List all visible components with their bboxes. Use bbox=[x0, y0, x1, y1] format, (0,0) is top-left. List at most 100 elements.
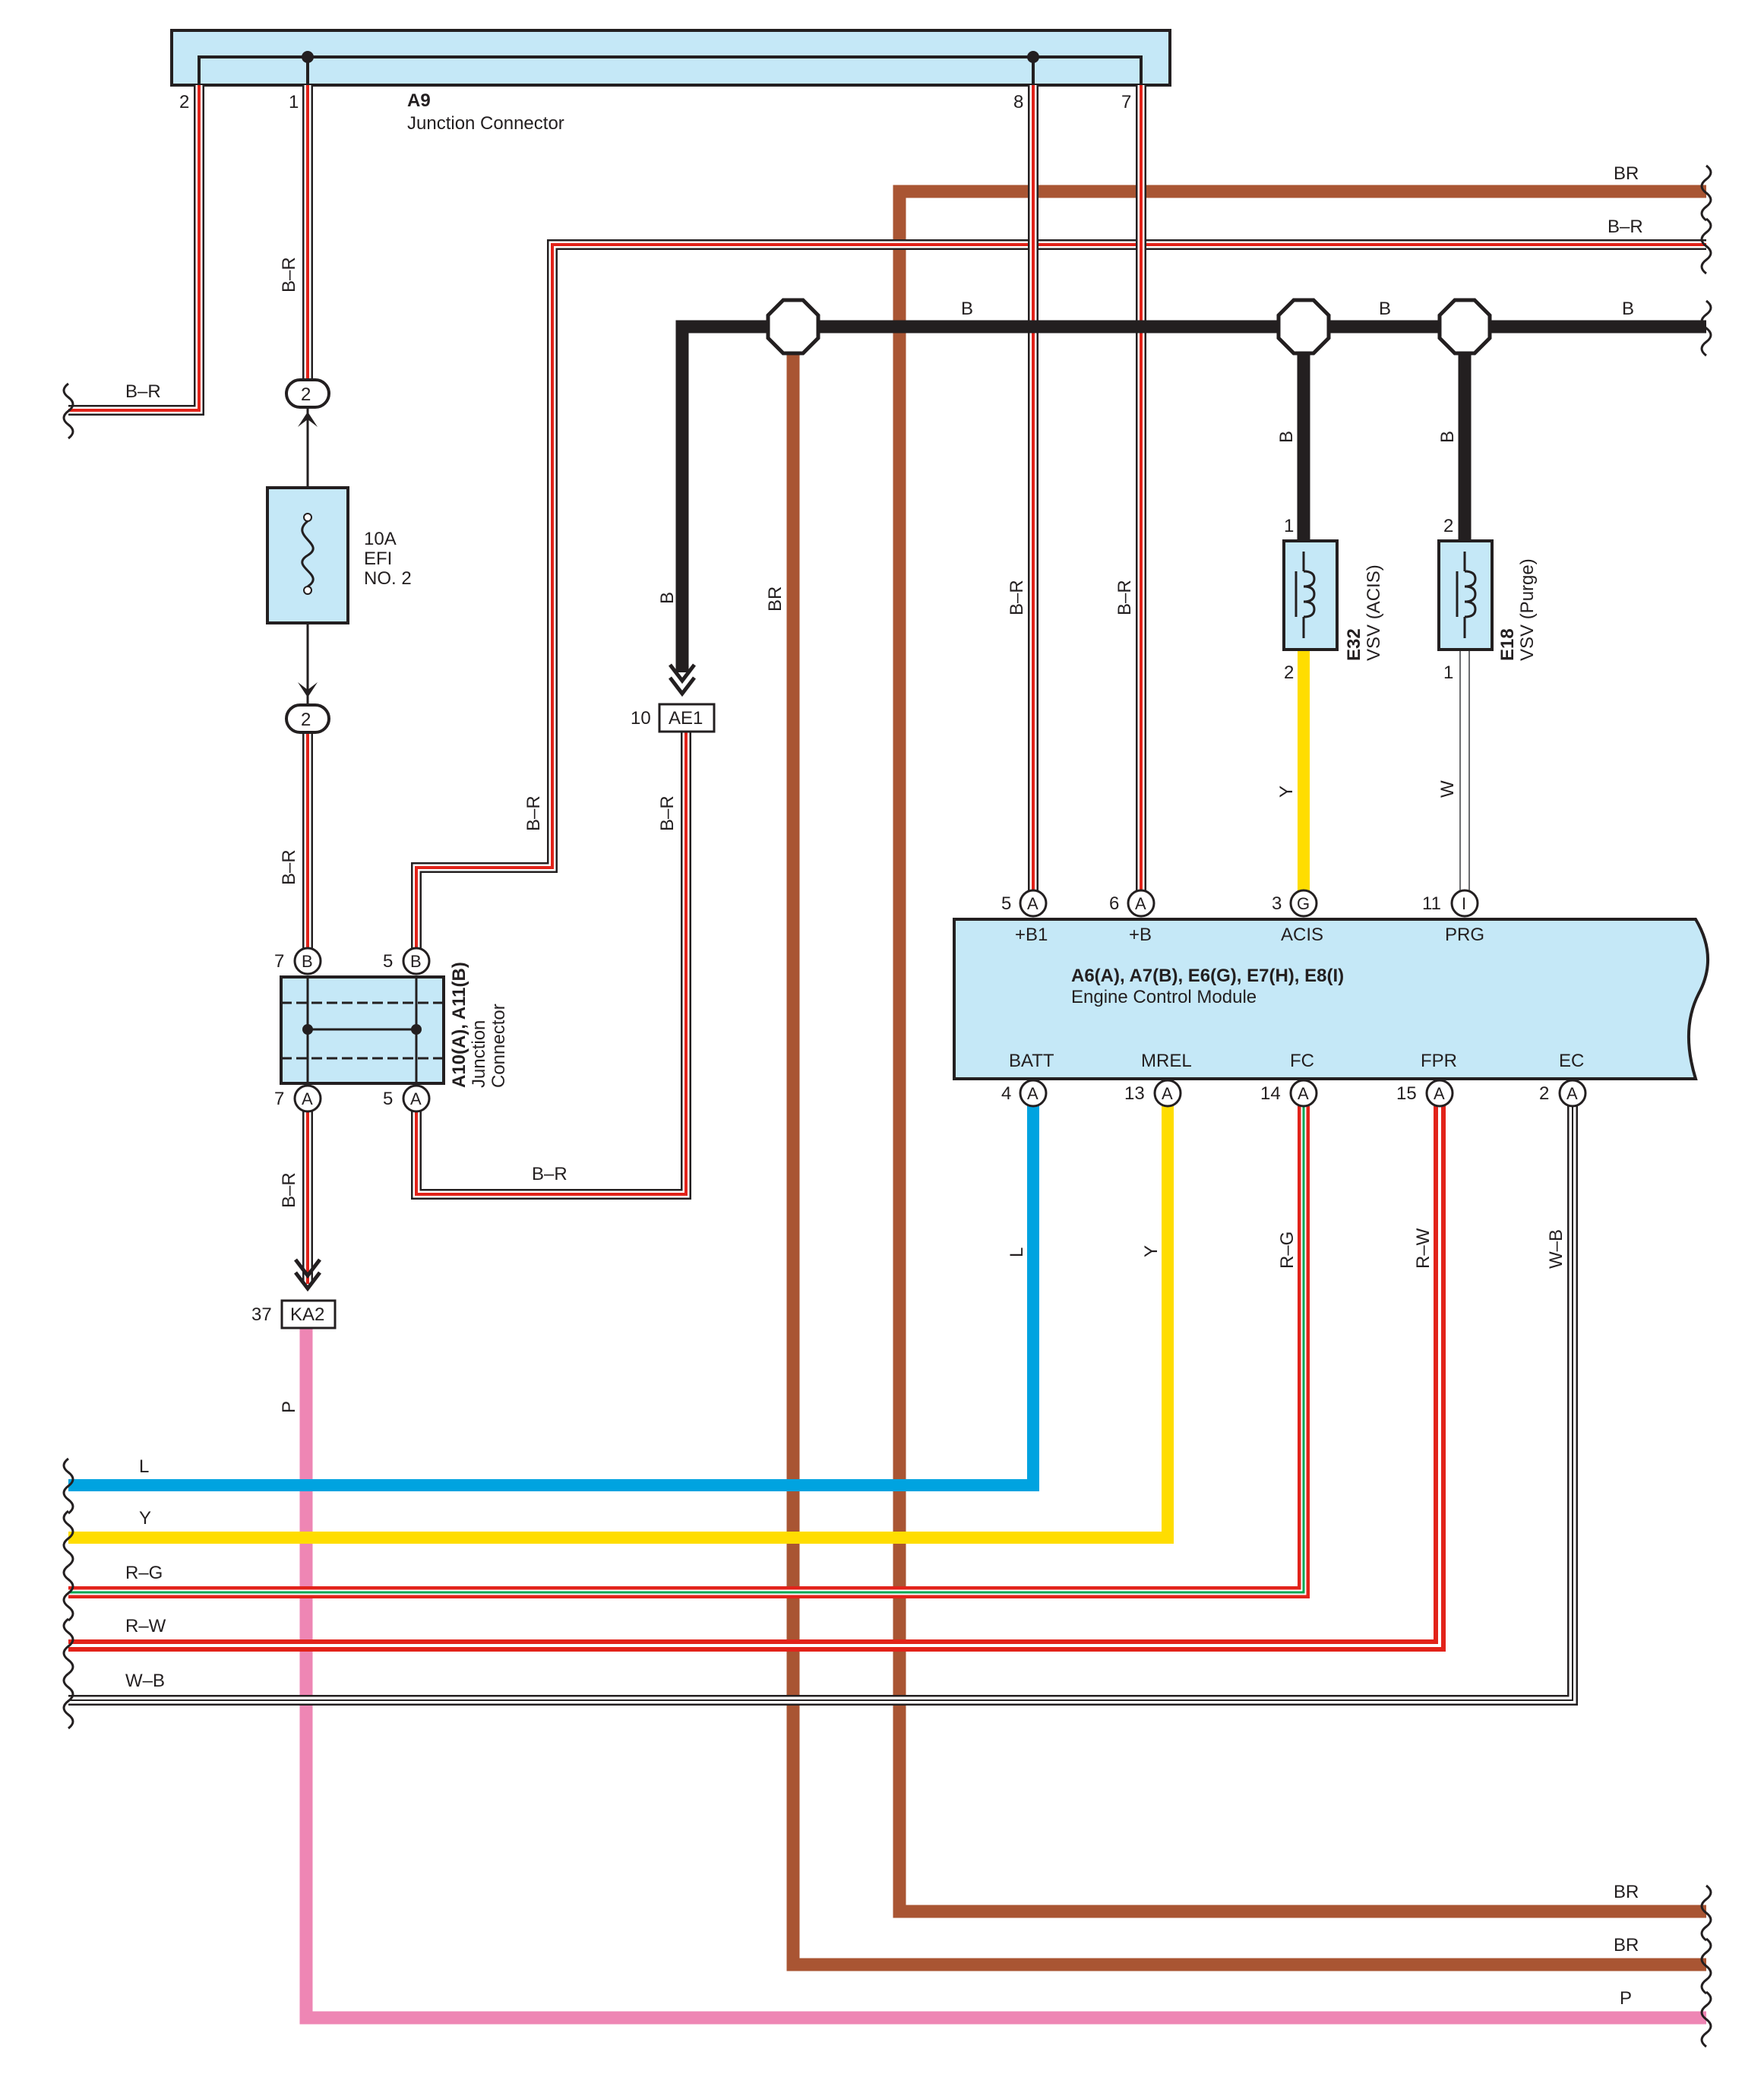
wire-label-l: L bbox=[139, 1456, 149, 1477]
wire-label-y-v2: Y bbox=[1141, 1245, 1162, 1257]
splice-points bbox=[766, 298, 1492, 356]
wire-label-b-r-v7: B–R bbox=[1114, 580, 1135, 615]
ecm-acis-letter: G bbox=[1297, 894, 1310, 913]
ecm-fpr-num: 15 bbox=[1396, 1083, 1417, 1104]
ecm-fpr-letter: A bbox=[1434, 1084, 1445, 1103]
wire-label-b-v-e32: B bbox=[1276, 431, 1297, 443]
ecm-ec-name: EC bbox=[1559, 1051, 1584, 1071]
a10-a11-junction-connector: B 7 B 5 A 7 A 5 A10(A), A11(B) Junction … bbox=[274, 947, 509, 1113]
e32-pin-top: 1 bbox=[1284, 516, 1294, 536]
ecm-fpr-name: FPR bbox=[1421, 1051, 1457, 1071]
ecm-prg-name: PRG bbox=[1445, 925, 1484, 945]
a11-pin-5 bbox=[402, 947, 431, 975]
l-wire-batt bbox=[68, 1100, 1039, 1491]
e18-pin-top: 2 bbox=[1443, 516, 1453, 536]
a10-name-line1: Junction bbox=[469, 1020, 489, 1088]
b-r-wire-a10-to-ae1 bbox=[411, 732, 691, 1200]
a11-pin-7-num: 7 bbox=[274, 951, 284, 972]
ecm-batt-num: 4 bbox=[1001, 1083, 1011, 1104]
br-wire-mid bbox=[786, 328, 1706, 1971]
ecm-prg-num: 11 bbox=[1422, 893, 1441, 914]
a11-pin-7-letter: B bbox=[302, 952, 313, 971]
e32-code: E32 bbox=[1344, 628, 1364, 661]
wire-label-p-bottom: P bbox=[1620, 1988, 1632, 2009]
e18-code: E18 bbox=[1497, 628, 1518, 661]
ecm-fc-letter: A bbox=[1298, 1084, 1309, 1103]
p-wire bbox=[299, 1314, 1706, 2025]
wire-label-b-1: B bbox=[961, 299, 973, 319]
a10-pin-7 bbox=[293, 1084, 322, 1113]
e32-pin-bottom: 2 bbox=[1284, 662, 1294, 683]
wire-ends-left bbox=[62, 382, 74, 1730]
ka2-pin: 37 bbox=[251, 1304, 272, 1325]
wire-label-b-r-v2: B–R bbox=[279, 849, 299, 885]
splice-point-2 bbox=[1276, 298, 1331, 356]
a10-name-line2: Connector bbox=[488, 1004, 509, 1088]
ecm-b1-num: 5 bbox=[1001, 893, 1011, 914]
b-r-wire-a9-pin2 bbox=[68, 85, 204, 416]
fuse-bottom-pin: 2 bbox=[301, 710, 311, 730]
wire-label-r-g: R–G bbox=[125, 1563, 163, 1583]
ka2-label: KA2 bbox=[290, 1304, 324, 1325]
wire-label-y: Y bbox=[139, 1508, 151, 1529]
ecm-prg-letter: I bbox=[1462, 894, 1466, 913]
a10-pin-7-num: 7 bbox=[274, 1089, 284, 1109]
a9-name: Junction Connector bbox=[407, 113, 564, 134]
ka2-connector: KA2 37 bbox=[251, 1258, 337, 1329]
wire-label-l-v: L bbox=[1007, 1247, 1027, 1257]
wire-label-w-b: W–B bbox=[125, 1671, 165, 1691]
fuse-top-pin: 2 bbox=[301, 384, 311, 405]
wire-label-b-r-v4: B–R bbox=[523, 795, 544, 831]
ecm-b1-name: +B1 bbox=[1015, 925, 1048, 945]
a11-pin-5-num: 5 bbox=[383, 951, 393, 972]
br-wire-top bbox=[893, 185, 1706, 1918]
wire-label-r-g-v: R–G bbox=[1277, 1231, 1298, 1269]
a9-code: A9 bbox=[407, 90, 431, 111]
w-b-wire-ec bbox=[68, 1100, 1578, 1706]
engine-control-module: A6(A), A7(B), E6(G), E7(H), E8(I) Engine… bbox=[953, 889, 1710, 1108]
wire-label-b-3: B bbox=[1622, 299, 1634, 319]
wire-label-r-w-v: R–W bbox=[1413, 1228, 1434, 1269]
fuse-name-line1: EFI bbox=[364, 549, 392, 569]
wires bbox=[68, 85, 1706, 2025]
wire-ends-right bbox=[1700, 164, 1712, 2048]
ecm-fc-num: 14 bbox=[1260, 1083, 1281, 1104]
a11-pin-7 bbox=[293, 947, 322, 975]
ecm-acis-num: 3 bbox=[1272, 893, 1282, 914]
ecm-batt-letter: A bbox=[1027, 1084, 1038, 1103]
ecm-b-num: 6 bbox=[1109, 893, 1119, 914]
wire-label-w-v: W bbox=[1437, 780, 1458, 798]
ecm-b-letter: A bbox=[1135, 894, 1146, 913]
wire-label-b-r-bottom: B–R bbox=[532, 1164, 567, 1184]
a9-pin-2: 2 bbox=[179, 92, 189, 112]
wire-label-y-v: Y bbox=[1276, 786, 1297, 798]
wire-label-b-r-v5: B–R bbox=[657, 795, 678, 831]
ecm-mrel-letter: A bbox=[1162, 1084, 1173, 1103]
ecm-ec-num: 2 bbox=[1539, 1083, 1549, 1104]
a11-pin-5-letter: B bbox=[410, 952, 422, 971]
splice-point-1 bbox=[766, 298, 820, 356]
a10-pin-7-letter: A bbox=[302, 1089, 313, 1108]
wire-label-b-2: B bbox=[1379, 299, 1391, 319]
ecm-batt-name: BATT bbox=[1009, 1051, 1054, 1071]
wire-labels: BR B–R B B B B–R B–R L Y R–G R–W W–B BR … bbox=[125, 163, 1643, 2009]
wire-label-b-r-left: B–R bbox=[125, 381, 161, 402]
ecm-name: Engine Control Module bbox=[1071, 987, 1257, 1007]
wire-label-r-w: R–W bbox=[125, 1616, 166, 1636]
a10-pin-5-letter: A bbox=[410, 1089, 422, 1108]
wire-label-b-r-v6: B–R bbox=[1007, 580, 1027, 615]
wire-label-br-bottom-1: BR bbox=[1614, 1882, 1639, 1902]
ecm-fc-name: FC bbox=[1290, 1051, 1314, 1071]
a9-pin-8: 8 bbox=[1013, 92, 1023, 112]
ecm-code: A6(A), A7(B), E6(G), E7(H), E8(I) bbox=[1071, 966, 1344, 986]
wire-label-p-v: P bbox=[279, 1401, 299, 1413]
ecm-mrel-name: MREL bbox=[1141, 1051, 1192, 1071]
wire-label-b-v-e18: B bbox=[1437, 431, 1458, 443]
wire-label-br-top: BR bbox=[1614, 163, 1639, 184]
ecm-ec-letter: A bbox=[1566, 1084, 1578, 1103]
b-wire-main bbox=[675, 320, 1706, 672]
wire-label-w-b-v: W–B bbox=[1546, 1229, 1566, 1269]
ae1-pin: 10 bbox=[631, 708, 651, 729]
fuse-name-line2: NO. 2 bbox=[364, 568, 412, 589]
